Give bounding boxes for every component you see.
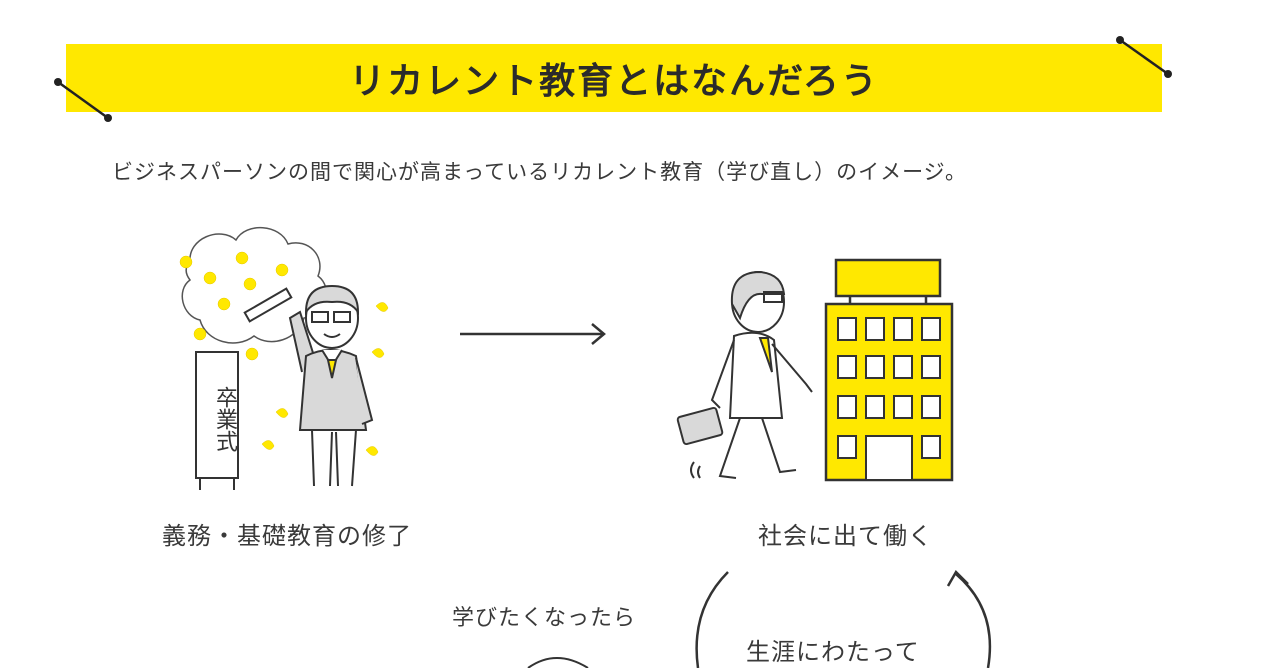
title-banner (66, 44, 1162, 112)
businessman-person (676, 270, 813, 479)
ceremony-signboard (195, 351, 239, 490)
subtitle: ビジネスパーソンの間で関心が高まっているリカレント教育（学び直し）のイメージ。 (112, 160, 968, 184)
work-caption: 社会に出て働く (758, 522, 933, 550)
lifelong-cycle-arc (695, 569, 992, 668)
graduate-person (243, 284, 374, 487)
lifelong-label: 生涯にわたって (746, 638, 920, 666)
ceremony-sign-text: 卒業式 (212, 386, 237, 452)
office-building (824, 258, 954, 482)
partial-person-head (527, 657, 589, 668)
want-to-learn-label: 学びたくなったら (452, 606, 637, 631)
flow-arrow (460, 323, 606, 345)
page-title: リカレント教育とはなんだろう (349, 61, 879, 102)
blossom-petals (179, 251, 389, 456)
blossom-cloud-illustration (181, 226, 328, 344)
graduation-caption: 義務・基礎教育の修了 (162, 522, 412, 550)
